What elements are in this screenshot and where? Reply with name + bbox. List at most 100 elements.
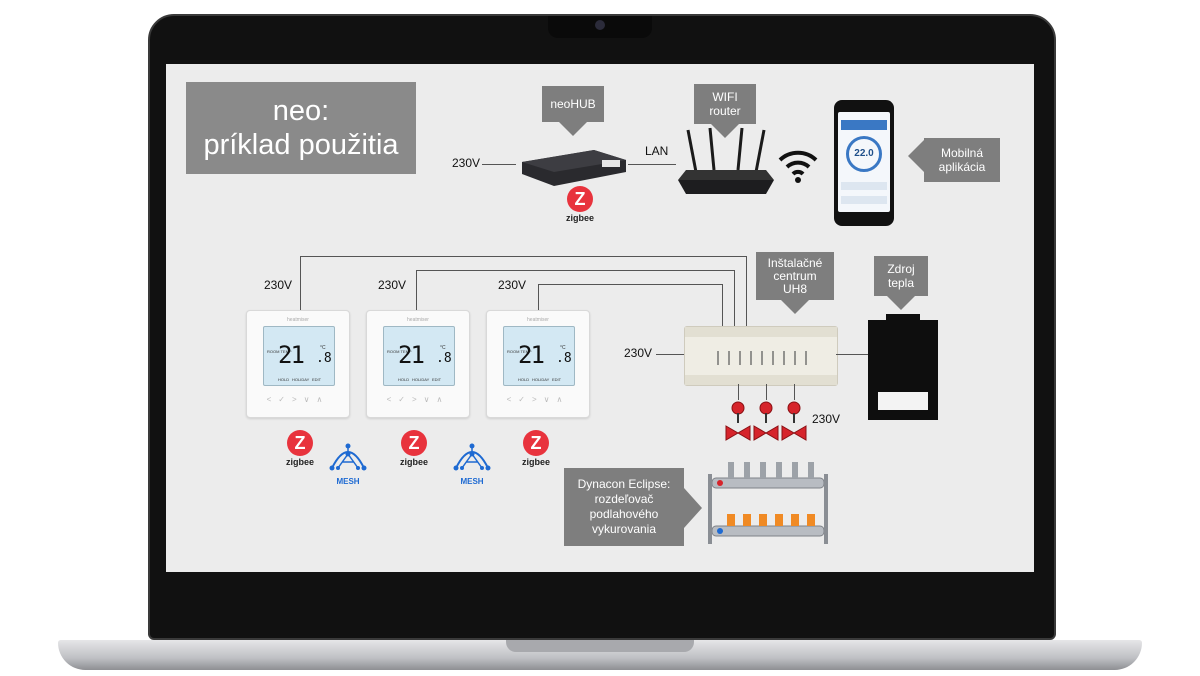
- camera-icon: [595, 20, 605, 30]
- actuator-valves: [725, 401, 807, 441]
- thermostat-2-power: 230V: [378, 278, 407, 292]
- wire-t3-h: [538, 284, 722, 285]
- heat-source-label-1: Zdroj: [887, 262, 915, 276]
- manifold-label-3: podlahového: [589, 507, 659, 521]
- actuator-wire-3: [794, 384, 795, 400]
- wire-t1-v: [300, 256, 301, 310]
- thermostat-brand: heatmiser: [407, 317, 429, 323]
- heat-source-callout-arrow: [887, 296, 915, 310]
- thermostat-1: heatmiser ROOM TEMP 21 .8 °C HOLD HOLIDA…: [246, 310, 350, 418]
- neohub-callout: neoHUB: [542, 86, 604, 122]
- room-temp-label: ROOM TEMP: [267, 349, 292, 354]
- edit-label: EDIT: [432, 377, 442, 382]
- zigbee-icon: Z: [567, 186, 593, 212]
- zigbee-text: zigbee: [399, 457, 428, 467]
- mobile-app-callout: Mobilná aplikácia: [924, 138, 1000, 182]
- wifi-router-icon: [678, 127, 774, 194]
- edit-label: EDIT: [552, 377, 562, 382]
- temperature-whole: 21: [518, 341, 545, 369]
- manifold-callout: Dynacon Eclipse: rozdeľovač podlahového …: [564, 468, 684, 546]
- temperature-decimal: .8: [316, 351, 332, 366]
- hub-power-wire: [482, 164, 516, 165]
- title-line-2: príklad použitia: [203, 129, 399, 161]
- phone-list-row: [841, 182, 887, 190]
- zigbee-text: zigbee: [565, 213, 594, 223]
- neohub-label: neoHUB: [550, 97, 596, 111]
- hub-zigbee-logo: Z zigbee: [560, 186, 600, 223]
- phone-temperature: 22.0: [854, 148, 874, 159]
- wire-t1-h: [300, 256, 746, 257]
- manifold-callout-arrow: [684, 488, 702, 528]
- phone-tab-bar: [841, 120, 887, 130]
- neohub-device-icon: [522, 150, 626, 186]
- title-line-1: neo:: [272, 95, 330, 127]
- slide-title: neo: príklad použitia: [186, 82, 416, 174]
- thermostat-display: ROOM TEMP 21 .8 °C HOLD HOLIDAY EDIT: [383, 326, 455, 386]
- manifold-label-2: rozdeľovač: [594, 492, 654, 506]
- thermostat-brand: heatmiser: [287, 317, 309, 323]
- mesh-icon: [329, 443, 367, 471]
- room-temp-label: ROOM TEMP: [507, 349, 532, 354]
- laptop-opening-notch: [506, 640, 694, 652]
- router-callout-arrow: [711, 124, 739, 138]
- zigbee-icon: Z: [401, 430, 427, 456]
- hold-label: HOLD: [518, 377, 530, 382]
- manifold-label-4: vykurovania: [591, 522, 657, 536]
- thermostat-3-power: 230V: [498, 278, 527, 292]
- mobile-callout-arrow: [908, 140, 924, 172]
- hold-label: HOLD: [398, 377, 410, 382]
- router-label-2: router: [709, 104, 741, 118]
- thermostat-buttons: <✓>∨∧: [266, 395, 330, 404]
- zigbee-icon: Z: [287, 430, 313, 456]
- actuator-power: 230V: [812, 412, 841, 426]
- zigbee-icon: Z: [523, 430, 549, 456]
- wire-t2-v: [416, 270, 417, 310]
- mobile-label-1: Mobilná: [940, 146, 984, 160]
- heat-source-wire: [836, 354, 868, 355]
- wiring-center-label-3: UH8: [782, 281, 807, 296]
- lan-wire: [628, 164, 676, 165]
- boiler: [868, 314, 938, 420]
- wire-t3-down: [722, 284, 723, 328]
- uh8-leds: [717, 351, 807, 365]
- temperature-unit: °C: [560, 345, 566, 351]
- temperature-decimal: .8: [556, 351, 572, 366]
- uh8-terminal-strip-bottom: [685, 375, 837, 385]
- hub-power-label: 230V: [452, 156, 481, 170]
- thermostat-1-zigbee: Z zigbee: [280, 430, 320, 467]
- mesh-text: MESH: [460, 477, 484, 486]
- heat-source-label-2: tepla: [887, 276, 915, 290]
- wifi-icon: [778, 150, 818, 183]
- thermostat-1-power: 230V: [264, 278, 293, 292]
- temperature-whole: 21: [278, 341, 305, 369]
- wire-t1-down: [746, 256, 747, 328]
- zigbee-text: zigbee: [285, 457, 314, 467]
- boiler-panel: [878, 392, 928, 410]
- thermostat-3-zigbee: Z zigbee: [516, 430, 556, 467]
- thermostat-brand: heatmiser: [527, 317, 549, 323]
- mesh-network-2: MESH: [450, 442, 494, 486]
- wiring-center-power-wire: [656, 354, 684, 355]
- wiring-center-label-1: Inštalačné: [767, 255, 823, 270]
- thermostat-display: ROOM TEMP 21 .8 °C HOLD HOLIDAY EDIT: [503, 326, 575, 386]
- phone-screen: 22.0: [838, 112, 890, 212]
- thermostat-2: heatmiser ROOM TEMP 21 .8 °C HOLD HOLIDA…: [366, 310, 470, 418]
- wire-t2-h: [416, 270, 734, 271]
- hold-label: HOLD: [278, 377, 290, 382]
- actuator-wire-2: [766, 384, 767, 400]
- thermostat-buttons: <✓>∨∧: [506, 395, 570, 404]
- wiring-center-callout-arrow: [781, 300, 809, 314]
- uh8-terminal-strip: [685, 327, 837, 337]
- heat-source-callout: Zdroj tepla: [874, 256, 928, 296]
- wiring-center-label-2: centrum: [773, 268, 817, 283]
- uh8-wiring-center: [684, 326, 838, 386]
- phone-dial: [846, 136, 882, 172]
- thermostat-display: ROOM TEMP 21 .8 °C HOLD HOLIDAY EDIT: [263, 326, 335, 386]
- holiday-label: HOLIDAY: [532, 377, 550, 382]
- neohub-callout-arrow: [559, 122, 587, 136]
- room-temp-label: ROOM TEMP: [387, 349, 412, 354]
- mobile-label-2: aplikácia: [938, 160, 986, 174]
- thermostat-buttons: <✓>∨∧: [386, 395, 450, 404]
- boiler-flue: [886, 314, 920, 322]
- zigbee-text: zigbee: [521, 457, 550, 467]
